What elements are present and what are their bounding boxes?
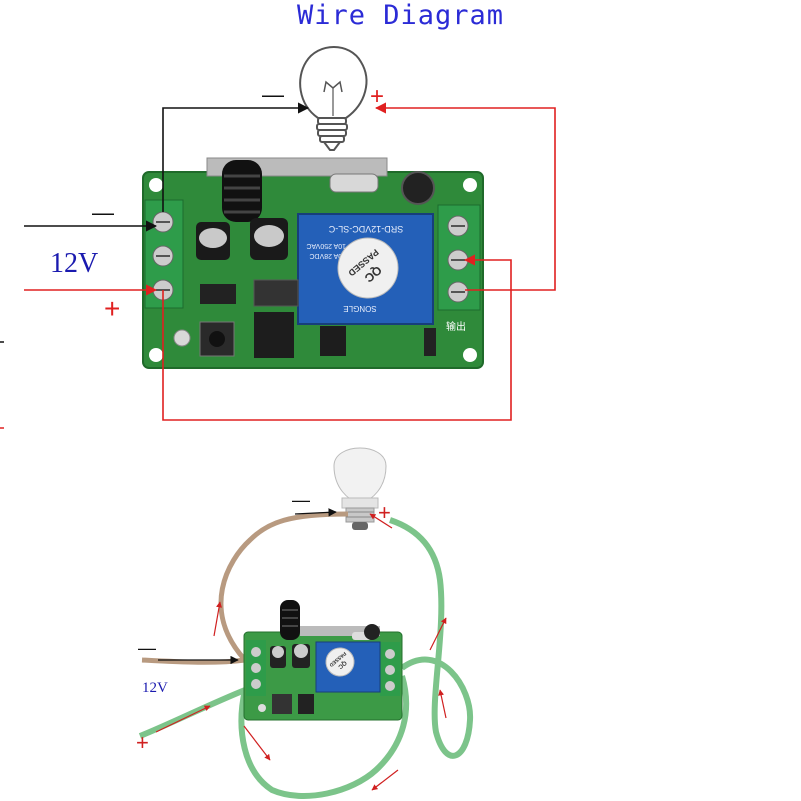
antenna-coil [280, 600, 300, 640]
green-jumper-wire [238, 675, 410, 799]
capacitors [196, 218, 288, 260]
bulb-minus-label: — [262, 82, 284, 107]
positive-wire-to-bulb [374, 102, 556, 291]
bulb-minus-label: — [292, 490, 310, 510]
antenna-coil [222, 160, 262, 222]
input-plus-label: + [104, 293, 120, 324]
output-terminal-block [437, 204, 481, 311]
qc-passed-sticker: QC PASSED [337, 237, 399, 299]
led-bulb-icon [333, 447, 387, 530]
negative-wire-to-bulb [162, 102, 310, 212]
diagram-title: Wire Diagram [296, 0, 505, 31]
bulb-plus-label: + [370, 83, 384, 110]
qc-label: QC [336, 659, 347, 670]
input-minus-label: — [138, 638, 156, 658]
input-plus-label: + [136, 730, 149, 755]
green-input-wire [138, 687, 247, 739]
positive-jumper-wire [162, 254, 512, 421]
qc-passed-sticker: QC PASSED [325, 647, 355, 677]
relay-rating-1: 10A 250VAC [306, 242, 346, 249]
relay-module-photo: QC PASSED [243, 600, 403, 721]
input-minus-label: — [92, 200, 114, 225]
arrow-icon [155, 508, 447, 791]
relay-module-board: SRD-12VDC-SL-C 10A 250VAC 10A 28VDC SONG… [142, 157, 484, 369]
output-label: 输出 [446, 320, 466, 333]
input-voltage-label: 12V [50, 248, 98, 279]
relay-brand: SONGLE [343, 304, 376, 313]
bulb-plus-label: + [378, 500, 391, 525]
top-diagram: SRD-12VDC-SL-C 10A 250VAC 10A 28VDC SONG… [0, 46, 556, 429]
relay-rating-2: 10A 28VDC [309, 252, 346, 259]
green-wire-to-bulb [389, 517, 474, 759]
input-terminal-block [144, 199, 184, 309]
relay-model: SRD-12VDC-SL-C [328, 224, 403, 234]
lightbulb-outline-icon [299, 46, 368, 151]
relay: SRD-12VDC-SL-C 10A 250VAC 10A 28VDC SONG… [297, 213, 434, 325]
brown-wire-to-bulb [218, 511, 349, 662]
bottom-photo-illustration: QC PASSED — + — 12V + [136, 447, 474, 799]
input-voltage-label: 12V [142, 680, 168, 696]
